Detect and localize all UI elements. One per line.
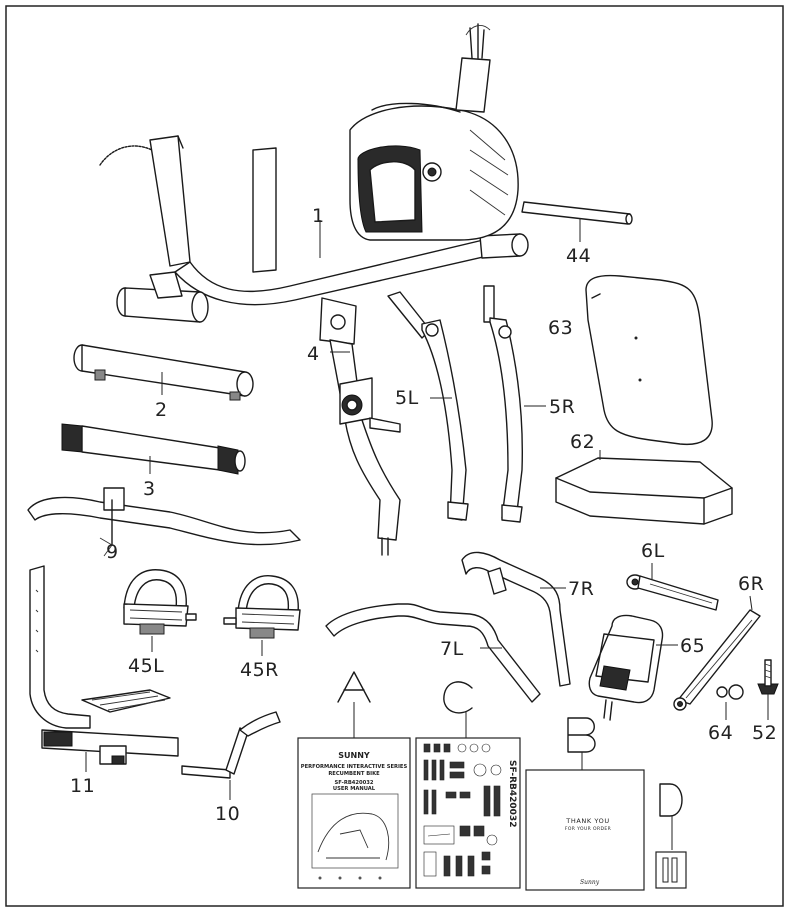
label-part-3: 3 <box>143 478 156 500</box>
part-45l-pedal <box>123 569 197 652</box>
label-part-63: 63 <box>548 317 573 339</box>
part-62-seat-cushion <box>555 450 733 525</box>
label-part-45l: 45L <box>128 655 164 677</box>
label-part-45r: 45R <box>240 659 279 681</box>
part-65-console <box>588 614 678 721</box>
part-63-backrest <box>585 274 713 446</box>
label-part-1: 1 <box>312 205 325 227</box>
label-part-11: 11 <box>70 775 95 797</box>
manual-brand: SUNNY <box>338 751 370 760</box>
manual-model: SF-RB420032 <box>335 780 374 786</box>
part-1-main-frame <box>99 23 529 323</box>
part-5l-support-bar <box>387 291 469 521</box>
label-part-64: 64 <box>708 722 733 744</box>
part-6l-slide-bracket <box>626 563 719 611</box>
kit-letter-b: B <box>566 717 591 761</box>
label-part-2: 2 <box>155 399 168 421</box>
part-64-washer <box>716 684 744 720</box>
label-part-5r: 5R <box>549 396 575 418</box>
card-subtitle: FOR YOUR ORDER <box>565 826 611 832</box>
page-border <box>5 5 784 907</box>
part-2-front-stabilizer <box>73 344 254 401</box>
kit-d-small-item <box>655 783 687 889</box>
part-7r-handle <box>461 551 571 687</box>
kit-a-user-manual <box>297 671 411 889</box>
card-title: THANK YOU <box>565 817 609 825</box>
kit-letter-d: D <box>658 781 687 825</box>
part-6r-slide-bracket <box>673 595 761 711</box>
label-part-44: 44 <box>566 245 591 267</box>
label-part-6r: 6R <box>738 573 764 595</box>
label-part-62: 62 <box>570 431 595 453</box>
label-part-5l: 5L <box>395 387 419 409</box>
label-part-10: 10 <box>215 803 240 825</box>
part-4-seat-post <box>319 297 401 556</box>
kit-letter-a-visible: A <box>338 667 364 711</box>
label-part-4: 4 <box>307 343 320 365</box>
part-52-knob <box>757 659 779 720</box>
label-part-65: 65 <box>680 635 705 657</box>
manual-series: PERFORMANCE INTERACTIVE SERIES <box>301 764 408 770</box>
hardware-card-side-text: SF-RB420032 <box>507 760 517 827</box>
part-3-rear-stabilizer <box>61 423 246 475</box>
kit-c-hardware-card <box>415 681 521 889</box>
kit-b-thank-you-card <box>525 717 645 891</box>
manual-product: RECUMBENT BIKE <box>328 771 380 777</box>
manual-cover <box>297 737 411 889</box>
label-part-52: 52 <box>752 722 777 744</box>
manual-doc-type: USER MANUAL <box>333 786 376 792</box>
label-part-9: 9 <box>106 541 119 563</box>
kit-letter-c: C <box>442 677 469 721</box>
label-part-6l: 6L <box>641 540 665 562</box>
part-5r-support-bar <box>483 285 546 523</box>
part-7l-handle <box>325 603 541 703</box>
label-part-7r: 7R <box>568 578 594 600</box>
part-45r-pedal <box>223 575 301 656</box>
part-9-handlebar <box>27 487 301 557</box>
part-11-seat-slider <box>29 565 179 772</box>
part-44-rod <box>521 201 633 242</box>
part-10-crank-handle <box>181 711 281 800</box>
card-signature: Sunny <box>580 879 600 886</box>
label-part-7l: 7L <box>440 638 464 660</box>
